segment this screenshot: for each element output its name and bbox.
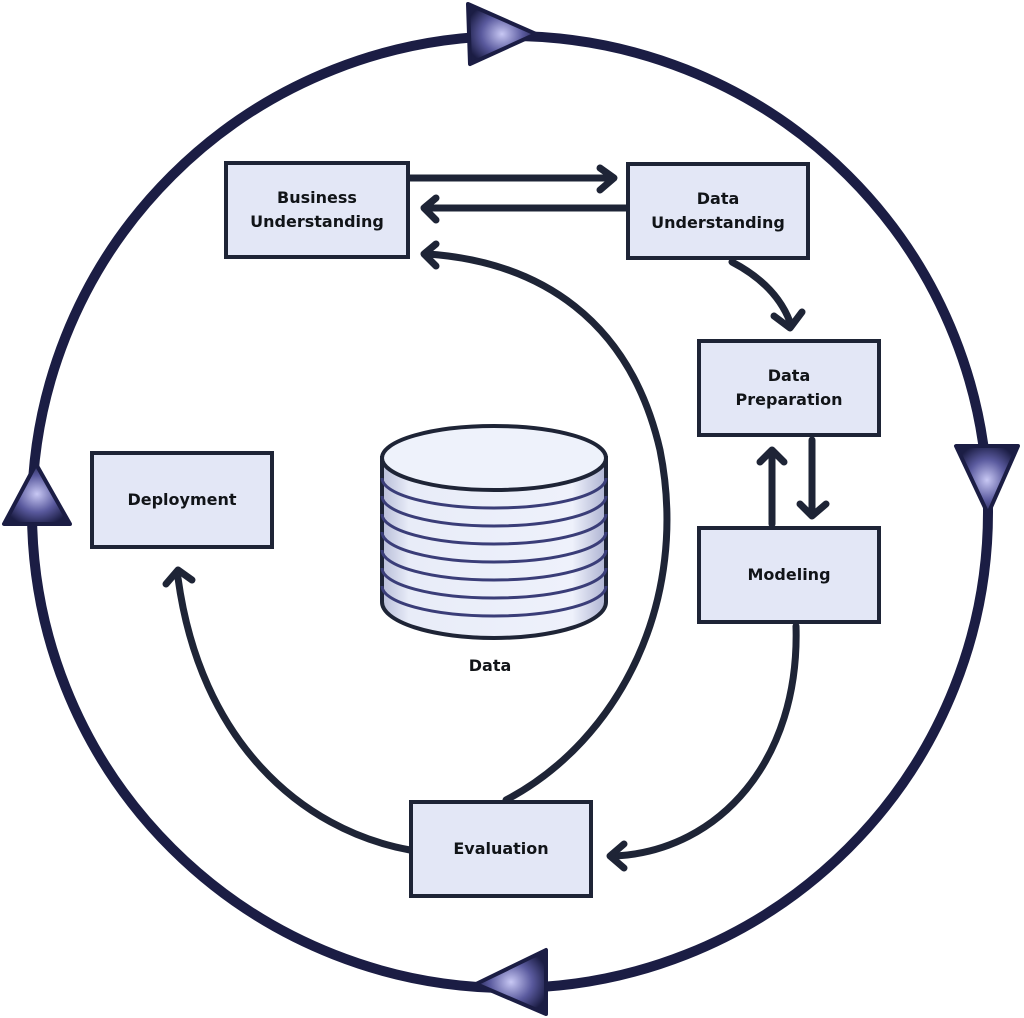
phase-label: Modeling bbox=[747, 565, 831, 584]
phase-business-understanding[interactable]: Business Understanding bbox=[224, 161, 410, 259]
arrow-modeling-to-evaluation bbox=[606, 622, 800, 872]
arrow-business-to-data-understanding bbox=[406, 164, 618, 194]
phase-label: Evaluation bbox=[453, 839, 549, 858]
phase-deployment[interactable]: Deployment bbox=[90, 451, 274, 549]
phase-modeling[interactable]: Modeling bbox=[697, 526, 881, 624]
phase-label: Business Understanding bbox=[250, 188, 384, 231]
cycle-arrowhead-bottom bbox=[474, 948, 548, 1016]
arrow-evaluation-to-business-understanding bbox=[420, 240, 671, 804]
arrow-data-understanding-to-preparation bbox=[728, 258, 806, 332]
arrow-data-to-business-understanding bbox=[420, 194, 632, 224]
arrow-preparation-to-modeling bbox=[796, 436, 830, 520]
cycle-arrowhead-right bbox=[954, 444, 1020, 516]
phase-data-preparation[interactable]: Data Preparation bbox=[697, 339, 881, 437]
data-label: Data bbox=[468, 656, 512, 675]
arrow-modeling-to-preparation bbox=[756, 446, 788, 528]
arrow-evaluation-to-deployment bbox=[162, 566, 414, 854]
phase-data-understanding[interactable]: Data Understanding bbox=[626, 162, 810, 260]
phase-label: Deployment bbox=[127, 490, 237, 509]
phase-label: Data Preparation bbox=[735, 366, 843, 409]
phase-label: Data Understanding bbox=[651, 189, 785, 232]
cycle-arrowhead-left bbox=[2, 462, 72, 526]
phase-evaluation[interactable]: Evaluation bbox=[409, 800, 593, 898]
cycle-arrowhead-top bbox=[466, 2, 538, 66]
database-icon bbox=[380, 424, 608, 640]
